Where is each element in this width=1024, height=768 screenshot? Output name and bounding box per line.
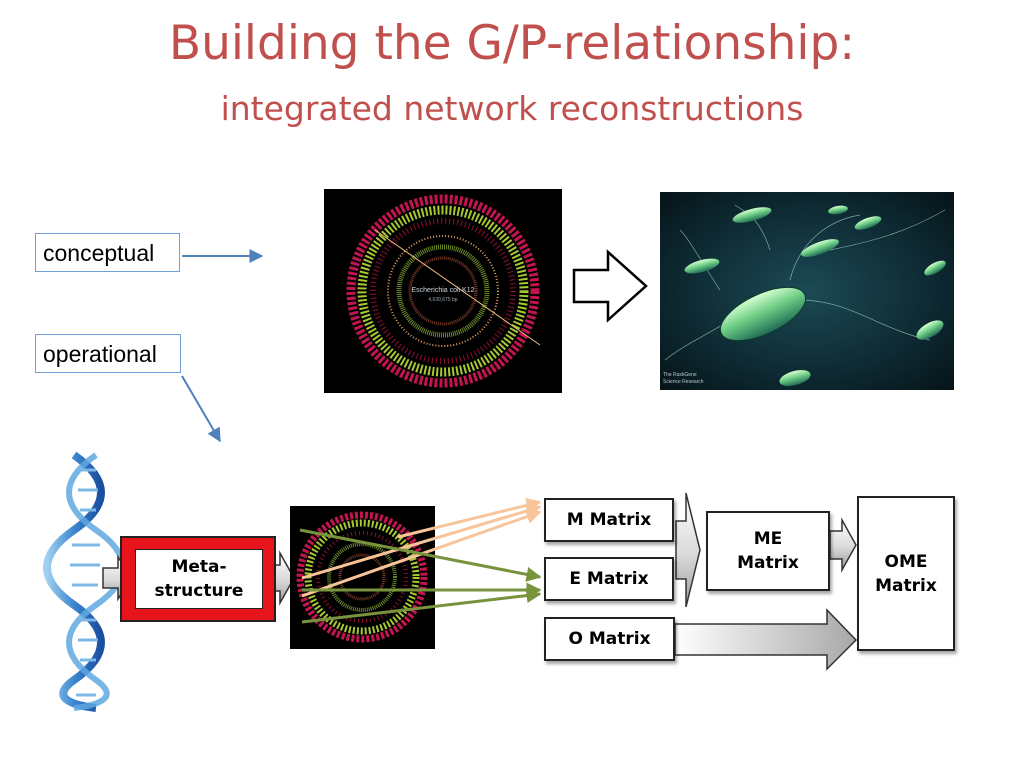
e-matrix-box: E Matrix	[544, 557, 674, 601]
conceptual-label: conceptual	[35, 233, 180, 272]
meta-structure-box: Meta- structure	[135, 549, 263, 609]
ome-matrix-box: OME Matrix	[857, 496, 955, 651]
me-to-ome-arrow	[829, 517, 857, 573]
genome-map-size: 4,639,675 bp	[428, 297, 457, 303]
conceptual-block-arrow	[572, 249, 648, 323]
e-matrix-label: E Matrix	[569, 569, 649, 589]
bacteria-image: The RaskGene Science Research	[660, 192, 954, 390]
slide-subtitle: integrated network reconstructions	[220, 89, 804, 128]
bacteria-credit-line1: The RaskGene	[663, 372, 697, 378]
ome-matrix-line1: OME	[884, 551, 928, 572]
genome-map-caption: Escherichia coli K12	[411, 287, 474, 294]
dna-helix-image	[43, 451, 126, 712]
me-matrix-box: ME Matrix	[706, 511, 830, 591]
genome-map-top: Escherichia coli K12 4,639,675 bp	[324, 189, 562, 393]
meta-structure-line1: Meta-	[171, 557, 227, 577]
o-to-ome-arrow	[674, 608, 858, 671]
me-matrix-line2: Matrix	[737, 553, 799, 573]
me-merge-arrow	[675, 492, 701, 608]
meta-structure-line2: structure	[154, 581, 244, 601]
operational-label: operational	[35, 334, 181, 373]
m-matrix-label: M Matrix	[566, 510, 652, 530]
slide-title: Building the G/P-relationship:	[168, 16, 856, 71]
o-matrix-box: O Matrix	[544, 617, 675, 661]
ome-matrix-line2: Matrix	[875, 575, 937, 596]
o-matrix-label: O Matrix	[568, 629, 651, 649]
green-arrows-to-e-matrix	[299, 528, 542, 624]
bacteria-credit-line2: Science Research	[663, 379, 704, 385]
m-matrix-box: M Matrix	[544, 498, 674, 542]
genome-map-bottom	[290, 506, 435, 649]
operational-connector	[181, 375, 221, 443]
me-matrix-line1: ME	[753, 529, 783, 549]
